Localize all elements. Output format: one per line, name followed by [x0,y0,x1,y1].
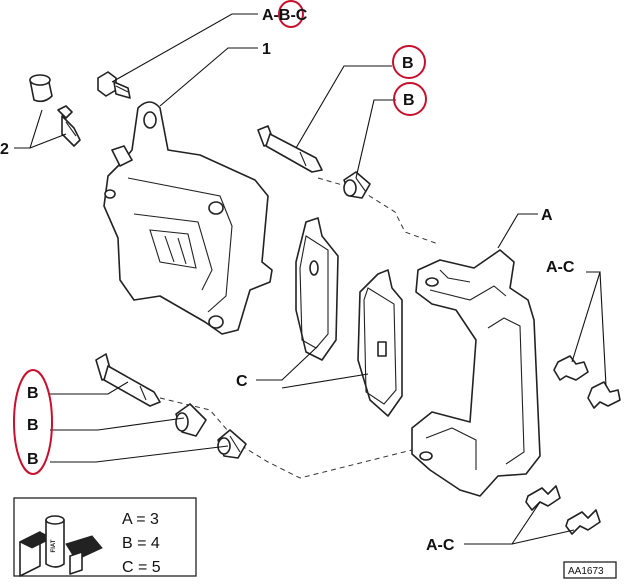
pad-clip-lower-2 [565,509,601,535]
reference-code-text: AA1673 [568,566,604,577]
callout-caliper: 1 [262,41,271,58]
guide-bush-lower-1 [175,403,207,437]
reference-code: AA1673 [563,561,617,579]
caliper-bolt [97,71,131,99]
pad-clip-upper-1 [553,355,589,381]
guide-bush-lower-2 [217,429,247,459]
callout-carrier: A [541,207,553,224]
highlight-rings [13,0,427,475]
highlight-ring-bush-b [393,82,427,116]
callout-left-b3: B [27,451,39,468]
legend-c: C = 5 [122,559,161,576]
fiat-kit-icon: FIAT [18,515,103,577]
caliper-body [103,101,273,335]
callout-clips-lower: A-C [426,537,455,554]
callout-clips-upper: A-C [546,259,575,276]
fiat-kit-icon-text: FIAT [51,539,57,552]
pad-clip-lower-1 [525,485,561,511]
callout-pin-upper: B [402,55,414,72]
pad-clip-upper-2 [587,381,621,409]
leader-lines [14,13,607,545]
caliper-carrier [411,249,541,497]
highlight-ring-left-b-group [13,369,53,475]
highlight-ring-pin-b [392,45,426,79]
legend-b: B = 4 [122,535,160,552]
callout-left-b2: B [27,417,39,434]
callout-pads: C [236,373,248,390]
highlight-ring-top-b [278,0,304,28]
callout-top-abc: A-B-C [262,7,308,24]
bleeder-screw [57,105,81,147]
bleeder-cap [29,74,53,103]
callout-bleeder: 2 [0,141,9,158]
legend-a: A = 3 [122,511,159,528]
guide-pin-upper [257,125,323,173]
guide-bush-upper [343,171,371,199]
brake-pad-outer [357,269,403,417]
brake-pad-inner [295,217,339,361]
callout-bush-upper: B [403,92,415,109]
callout-labels: A-B-C 1 2 B B A A-C C B B B A-C [0,7,575,554]
callout-left-b1: B [27,385,39,402]
guide-pin-lower [95,353,161,407]
quantity-legend: FIAT A = 3 B = 4 C = 5 [13,497,197,577]
